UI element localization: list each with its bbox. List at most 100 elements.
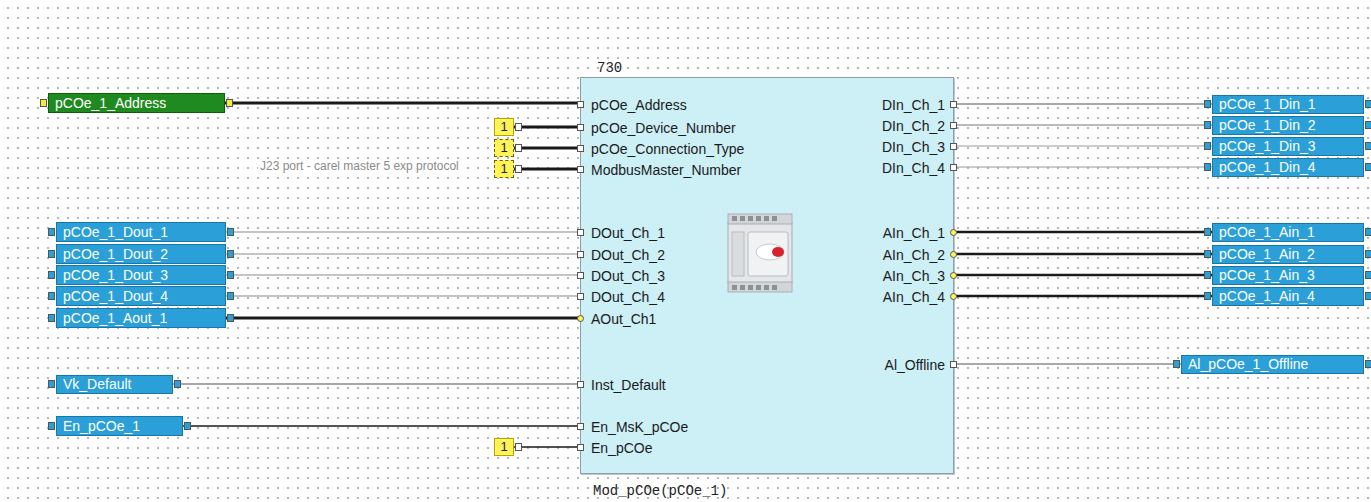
connector-tab <box>48 228 55 236</box>
box-text: pCOe_1_Address <box>49 94 172 112</box>
box-text: pCOe_1_Dout_2 <box>57 245 174 263</box>
box-text: pCOe_1_Dout_3 <box>57 266 174 284</box>
box-text: pCOe_1_Ain_2 <box>1213 245 1321 263</box>
pin-tab <box>577 423 584 430</box>
constant-box: 1 <box>494 139 514 157</box>
box-text: pCOe_1_Din_1 <box>1213 95 1322 113</box>
pin-tab <box>577 272 584 279</box>
device-illustration <box>722 210 798 296</box>
connector-tab <box>1204 271 1211 279</box>
pin-tab <box>950 272 957 279</box>
connector-tab <box>1204 163 1211 171</box>
connector-tab <box>48 380 55 388</box>
pin-name: Al_Offline <box>885 357 945 373</box>
connector-tab <box>1365 100 1371 108</box>
connector-tab <box>1173 360 1180 368</box>
box-text: pCOe_1_Din_4 <box>1213 158 1322 176</box>
pin-tab <box>950 251 957 258</box>
block-number: 730 <box>597 60 622 76</box>
variable-box: En_pCOe_1 <box>56 416 183 436</box>
pin-name: DIn_Ch_3 <box>882 139 945 155</box>
pin-tab <box>950 164 957 171</box>
box-text: pCOe_1_Dout_1 <box>57 223 174 241</box>
connector-tab <box>227 292 234 300</box>
connector-tab <box>515 165 522 173</box>
wire <box>954 274 1212 277</box>
connector-tab <box>40 99 47 107</box>
connector-tab <box>48 271 55 279</box>
connector-tab <box>1204 228 1211 236</box>
connector-tab <box>1365 271 1371 279</box>
connector-tab <box>515 144 522 152</box>
pin-tab <box>577 145 584 152</box>
variable-box: pCOe_1_Dout_3 <box>56 265 226 285</box>
wire <box>514 168 580 171</box>
variable-box: pCOe_1_Aout_1 <box>56 308 226 328</box>
box-text: pCOe_1_Aout_1 <box>57 309 173 327</box>
box-text: pCOe_1_Ain_4 <box>1213 287 1321 305</box>
pin-tab <box>577 166 584 173</box>
pin-name: Inst_Default <box>591 377 666 393</box>
wire <box>173 383 580 385</box>
connector-tab <box>48 292 55 300</box>
connector-tab <box>174 380 181 388</box>
wire <box>514 147 580 150</box>
connector-tab <box>1204 292 1211 300</box>
box-text: 1 <box>497 438 510 456</box>
pin-name: AIn_Ch_2 <box>883 247 945 263</box>
wire <box>226 231 580 233</box>
variable-box: pCOe_1_Address <box>48 93 225 113</box>
box-text: pCOe_1_Dout_4 <box>57 287 174 305</box>
constant-box: 1 <box>494 160 514 178</box>
pin-name: DOut_Ch_3 <box>591 268 665 284</box>
pin-tab <box>577 293 584 300</box>
variable-box: pCOe_1_Din_2 <box>1212 116 1364 135</box>
pin-tab <box>577 315 584 322</box>
connector-tab <box>1365 121 1371 129</box>
note-label: J23 port - carel master 5 exp protocol <box>258 159 461 173</box>
pin-tab <box>950 122 957 129</box>
pin-name: DOut_Ch_4 <box>591 289 665 305</box>
connector-tab <box>1365 142 1371 150</box>
connector-tab <box>227 271 234 279</box>
pin-name: DIn_Ch_2 <box>882 118 945 134</box>
connector-tab <box>1365 250 1371 258</box>
connector-tab <box>1365 228 1371 236</box>
pin-name: AIn_Ch_3 <box>883 268 945 284</box>
wire <box>225 102 580 105</box>
variable-box: pCOe_1_Ain_4 <box>1212 287 1364 306</box>
box-text: 1 <box>497 118 510 136</box>
pin-tab <box>950 293 957 300</box>
wire <box>954 295 1212 298</box>
connector-tab <box>1365 163 1371 171</box>
box-text: 1 <box>497 160 510 178</box>
pin-name: pCOe_Device_Number <box>591 120 736 136</box>
pin-name: AOut_Ch1 <box>591 311 656 327</box>
wire <box>954 166 1212 167</box>
variable-box: Al_pCOe_1_Offline <box>1181 355 1364 374</box>
wire <box>226 295 580 297</box>
pin-tab <box>577 124 584 131</box>
connector-tab <box>1204 121 1211 129</box>
pin-name: ModbusMaster_Number <box>591 162 741 178</box>
connector-tab <box>48 314 55 322</box>
pin-tab <box>950 143 957 150</box>
connector-tab <box>1365 292 1371 300</box>
wire <box>514 126 580 129</box>
box-text: En_pCOe_1 <box>57 417 146 435</box>
pin-name: En_MsK_pCOe <box>591 419 688 435</box>
variable-box: pCOe_1_Dout_2 <box>56 244 226 264</box>
pin-name: DIn_Ch_1 <box>882 97 945 113</box>
variable-box: pCOe_1_Dout_4 <box>56 286 226 306</box>
connector-tab <box>226 99 233 107</box>
constant-box: 1 <box>494 118 514 136</box>
pin-tab <box>577 444 584 451</box>
pin-name: AIn_Ch_1 <box>883 225 945 241</box>
variable-box: pCOe_1_Ain_3 <box>1212 266 1364 285</box>
connector-tab <box>227 314 234 322</box>
wire <box>954 363 1181 364</box>
wire <box>954 124 1212 125</box>
variable-box: pCOe_1_Dout_1 <box>56 222 226 242</box>
connector-tab <box>1204 250 1211 258</box>
box-text: Vk_Default <box>57 375 137 393</box>
